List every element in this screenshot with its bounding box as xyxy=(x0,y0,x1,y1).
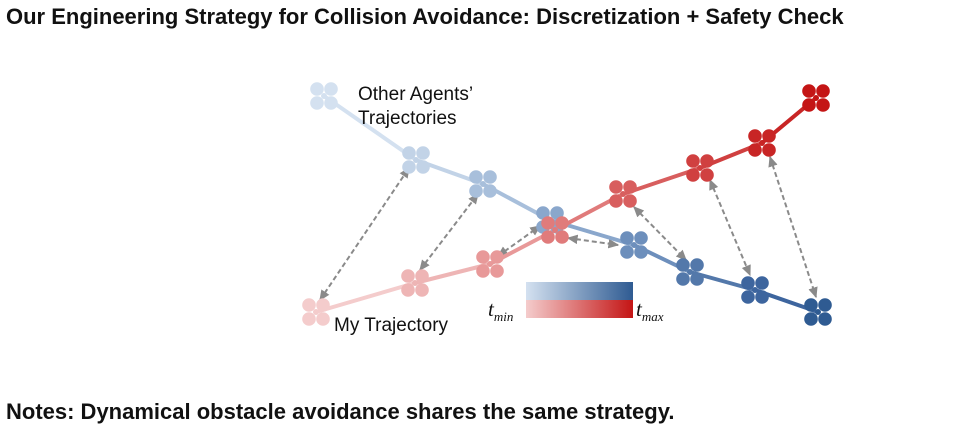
quadrotor-icon xyxy=(302,298,330,326)
safety-check-arrows xyxy=(319,155,818,301)
quadrotor-icon xyxy=(476,250,504,278)
safety-arrow-1 xyxy=(319,167,410,301)
page-title: Our Engineering Strategy for Collision A… xyxy=(6,4,844,29)
my-trajectory-label: My Trajectory xyxy=(334,315,449,336)
quadrotor-icon xyxy=(686,154,714,182)
safety-arrow-2 xyxy=(419,193,479,271)
safety-arrow-5 xyxy=(633,206,687,261)
notes-text: Notes: Dynamical obstacle avoidance shar… xyxy=(6,399,675,424)
quadrotor-icon xyxy=(541,216,569,244)
time-colorbar xyxy=(526,282,633,318)
colorbar-blue xyxy=(526,282,633,300)
quadrotor-icon xyxy=(469,170,497,198)
quadrotor-icon xyxy=(402,146,430,174)
other-agents-label-line2: Trajectories xyxy=(358,108,457,129)
quadrotor-icon xyxy=(676,258,704,286)
t-max-label: tmax xyxy=(636,297,664,324)
quadrotor-icon xyxy=(310,82,338,110)
safety-arrow-7 xyxy=(768,155,818,299)
safety-arrow-4 xyxy=(566,234,620,249)
safety-arrow-3 xyxy=(497,225,541,257)
quadrotor-icon xyxy=(620,231,648,259)
other-agents-label-line1: Other Agents’ xyxy=(358,84,473,105)
colorbar-red xyxy=(526,300,633,318)
quadrotor-icon xyxy=(802,84,830,112)
quadrotor-icon xyxy=(401,269,429,297)
quadrotor-icon xyxy=(748,129,776,157)
my-waypoints xyxy=(302,84,830,326)
quadrotor-icon xyxy=(741,276,769,304)
t-min-label: tmin xyxy=(488,297,513,324)
safety-arrow-6 xyxy=(709,178,751,277)
quadrotor-icon xyxy=(804,298,832,326)
quadrotor-icon xyxy=(609,180,637,208)
my-trajectory xyxy=(314,96,818,314)
